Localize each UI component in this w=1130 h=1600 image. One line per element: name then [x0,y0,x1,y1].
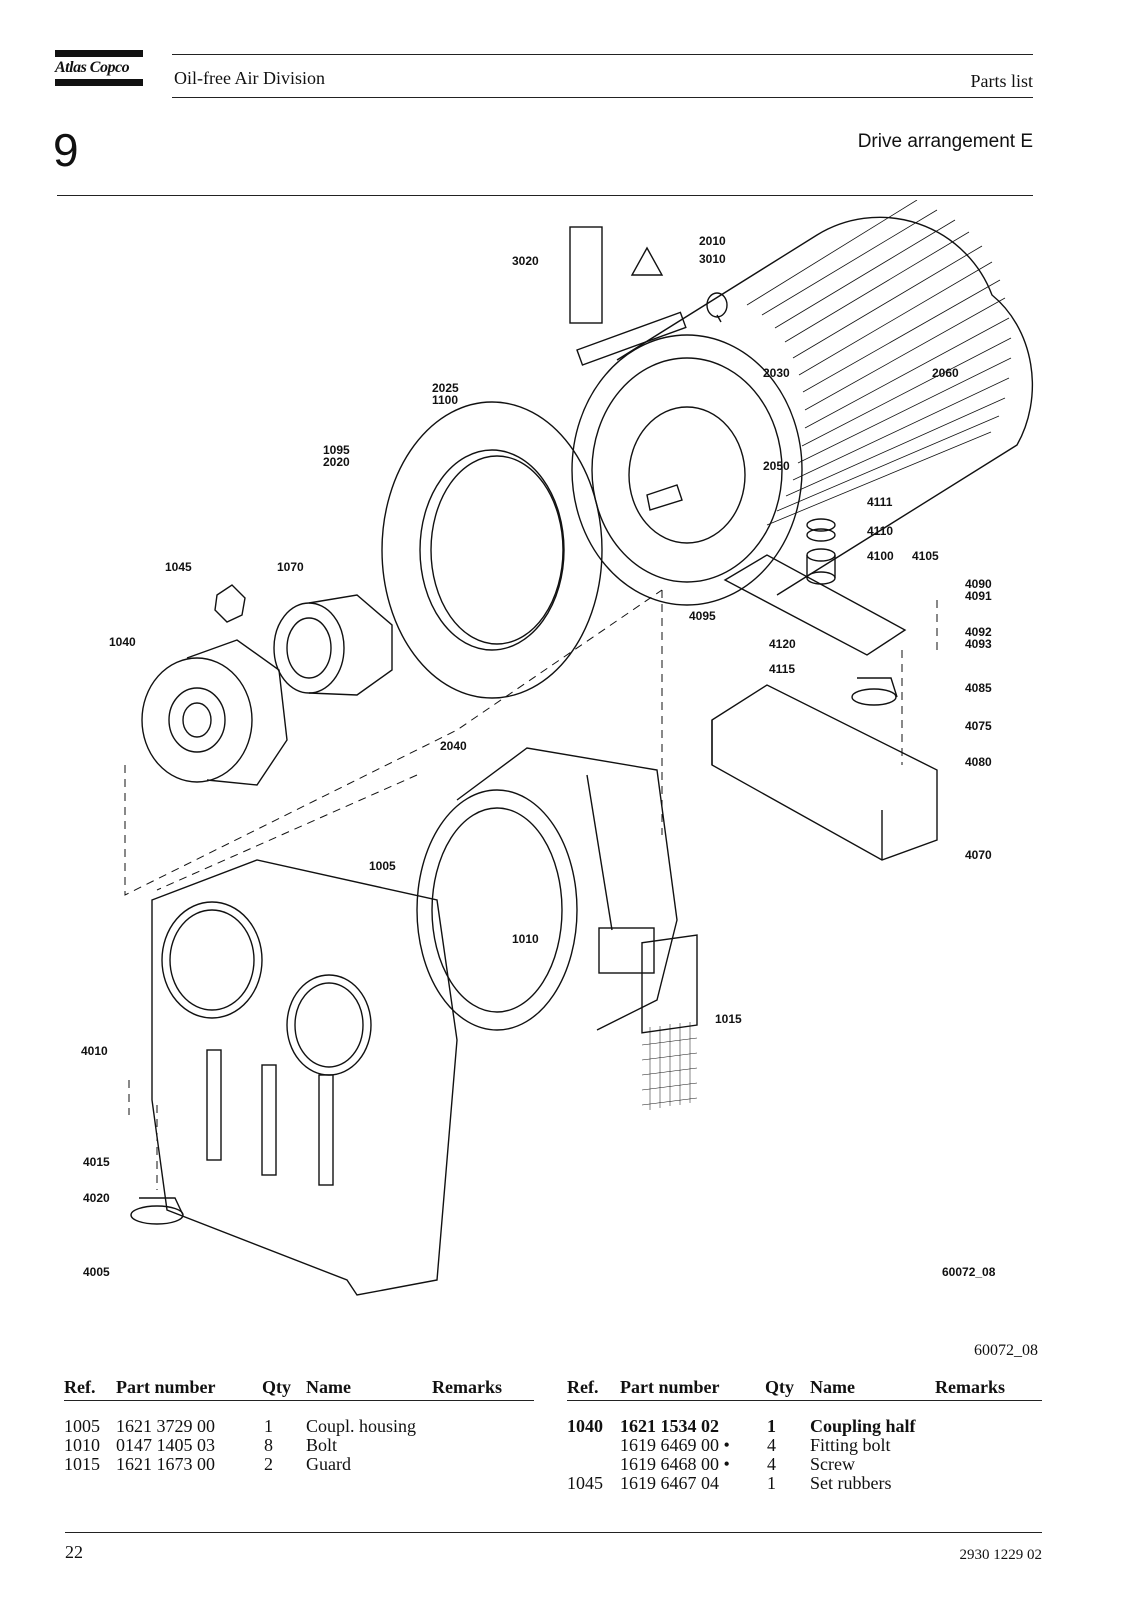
svg-text:2040: 2040 [440,739,467,753]
svg-text:1095: 1095 [323,443,350,457]
col-name: Name [810,1377,855,1397]
table-row: 1040 1621 1534 02 1 Coupling half [567,1416,916,1436]
svg-text:4020: 4020 [83,1191,110,1205]
figure-reference: 60072_08 [974,1342,1038,1359]
col-part-number: Part number [116,1377,216,1397]
svg-text:2025: 2025 [432,381,459,395]
table-header: Ref. Part number Qty Name Remarks [64,1374,534,1400]
coupling-half [141,639,288,786]
svg-text:4080: 4080 [965,755,992,769]
rubber-set [214,584,246,623]
svg-text:4015: 4015 [83,1155,110,1169]
svg-text:4075: 4075 [965,719,992,733]
col-ref: Ref. [64,1377,96,1397]
rubber-mounts [130,518,898,1225]
coupling-1070 [273,594,393,696]
table-row: 1005 1621 3729 00 1 Coupl. housing [64,1416,417,1436]
svg-text:1010: 1010 [512,932,539,946]
gear-casing [151,859,458,1296]
col-part-number: Part number [620,1377,720,1397]
svg-text:2030: 2030 [763,366,790,380]
drawing-code: 60072_08 [942,1265,996,1279]
brand-text: Atlas Copco [55,59,130,76]
section-title: Drive arrangement E [857,131,1033,152]
warning-decal [569,226,603,324]
svg-text:4111: 4111 [867,495,893,509]
base-frame [711,684,938,861]
svg-text:4092: 4092 [965,625,992,639]
svg-text:4120: 4120 [769,637,796,651]
svg-text:2010: 2010 [699,234,726,248]
coupling-housing [416,747,678,1031]
atlas-copco-logo: Atlas Copco [55,50,143,86]
svg-text:4110: 4110 [867,524,893,538]
section-rule [57,195,1033,196]
svg-text:2020: 2020 [323,455,350,469]
svg-text:2050: 2050 [763,459,790,473]
col-remarks: Remarks [432,1377,502,1397]
table-row: 1619 6468 00 • 4 Screw [620,1454,855,1474]
document-type: Parts list [970,71,1033,91]
svg-text:4010: 4010 [81,1044,108,1058]
adapter-flange [381,401,603,699]
svg-text:1070: 1070 [277,560,304,574]
svg-text:3010: 3010 [699,252,726,266]
svg-text:4105: 4105 [912,549,939,563]
support-plate [723,554,907,656]
svg-text:4115: 4115 [769,662,795,676]
svg-text:2060: 2060 [932,366,959,380]
document-number: 2930 1229 02 [959,1547,1043,1563]
page-number: 22 [65,1542,83,1562]
header-top-rule [172,54,1033,55]
col-name: Name [306,1377,351,1397]
table-row: 1015 1621 1673 00 2 Guard [64,1454,351,1474]
motor [571,200,1034,606]
svg-text:4093: 4093 [965,637,992,651]
header-bottom-rule [172,97,1033,98]
chapter-number: 9 [53,124,79,176]
svg-text:3020: 3020 [512,254,539,268]
footer-rule [65,1532,1042,1533]
table-header: Ref. Part number Qty Name Remarks [567,1374,1042,1400]
svg-text:4091: 4091 [965,589,992,603]
electric-hazard-icon [630,246,664,276]
col-qty: Qty [262,1377,291,1397]
svg-text:1005: 1005 [369,859,396,873]
svg-text:1040: 1040 [109,635,136,649]
svg-text:1100: 1100 [432,393,458,407]
col-qty: Qty [765,1377,794,1397]
table-row: 1045 1619 6467 04 1 Set rubbers [567,1473,892,1493]
svg-text:4100: 4100 [867,549,894,563]
col-ref: Ref. [567,1377,599,1397]
svg-text:4070: 4070 [965,848,992,862]
parts-table-left: Ref. Part number Qty Name Remarks 1005 1… [64,1374,534,1474]
svg-text:4095: 4095 [689,609,716,623]
svg-text:4090: 4090 [965,577,992,591]
col-remarks: Remarks [935,1377,1005,1397]
exploded-parts-drawing: 3020 2010 3010 2030 2060 2025 1100 1095 … [81,200,1034,1296]
table-row: 1010 0147 1405 03 8 Bolt [64,1435,338,1455]
svg-text:1015: 1015 [715,1012,742,1026]
svg-text:1045: 1045 [165,560,192,574]
table-row: 1619 6469 00 • 4 Fitting bolt [620,1435,891,1455]
callout-labels: 3020 2010 3010 2030 2060 2025 1100 1095 … [81,234,996,1279]
svg-text:4005: 4005 [83,1265,110,1279]
division-name: Oil-free Air Division [174,68,325,88]
guard [641,934,698,1110]
svg-text:4085: 4085 [965,681,992,695]
parts-table-right: Ref. Part number Qty Name Remarks 1040 1… [567,1374,1042,1493]
